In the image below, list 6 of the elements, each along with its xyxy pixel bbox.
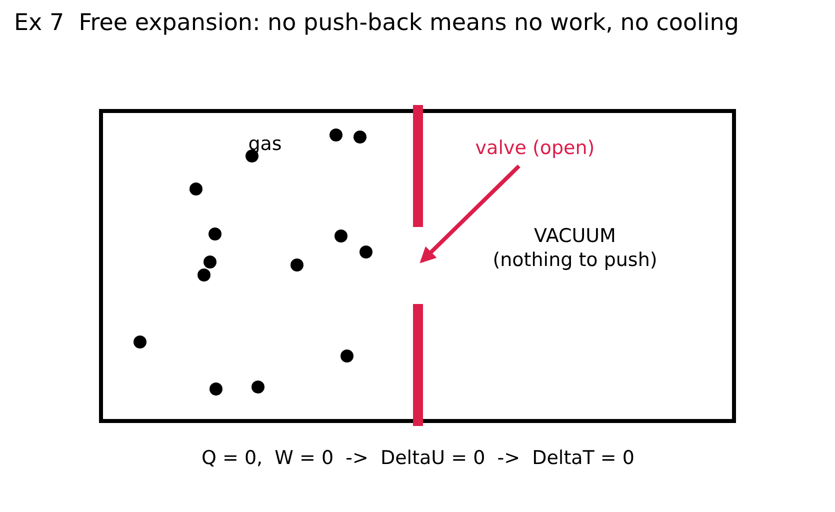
valve-label: valve (open) <box>475 137 595 159</box>
equation-caption: Q = 0, W = 0 -> DeltaU = 0 -> DeltaT = 0 <box>202 447 634 469</box>
diagram-title: Ex 7 Free expansion: no push-back means no work, no cooling <box>14 10 739 36</box>
region-label: VACUUM (nothing to push) <box>492 224 658 272</box>
leader-arrow <box>420 164 520 264</box>
partition-wall <box>413 105 423 426</box>
